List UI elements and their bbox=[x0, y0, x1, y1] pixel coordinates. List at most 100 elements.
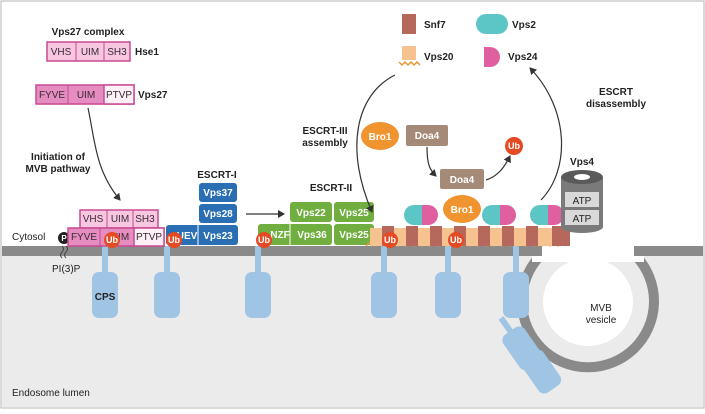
hse1-label: Hse1 bbox=[135, 47, 159, 58]
vps2-swatch bbox=[476, 14, 492, 34]
vps25-subunit bbox=[334, 202, 374, 222]
vps24-subunit bbox=[500, 205, 516, 225]
uev-domain: UEV bbox=[177, 231, 198, 242]
vps27-complex-legend: Vps27 complex VHS UIM SH3 Hse1 FYVE UIM … bbox=[35, 27, 168, 105]
ubiquitin-label: Ub bbox=[106, 235, 118, 245]
vps20-legend-label: Vps20 bbox=[424, 52, 454, 63]
vps4-atpase: Vps4 ATP ATP bbox=[561, 157, 603, 233]
vps36-subunit bbox=[258, 224, 332, 245]
bro1-label: Bro1 bbox=[451, 205, 474, 216]
snf7-unit bbox=[526, 226, 538, 246]
cargo-stalk bbox=[164, 246, 170, 276]
ubiquitin-icon bbox=[505, 137, 523, 155]
vps24-swatch bbox=[484, 47, 500, 67]
fyve-domain: FYVE bbox=[39, 90, 65, 101]
cargo-stalk bbox=[513, 246, 519, 276]
vps20-swatch bbox=[402, 46, 416, 56]
uim-domain: UIM bbox=[111, 214, 129, 225]
escrt-iii-lattice: Ub Ub Bro1 Doa4 bbox=[365, 169, 570, 248]
bro1-label: Bro1 bbox=[369, 132, 392, 143]
endosome-membrane bbox=[2, 246, 703, 256]
escrt-ii-complex: ESCRT-II Vps22 Vps25 NZF Vps36 Vps25 Ub bbox=[256, 183, 374, 248]
escrt-ii-label: ESCRT-II bbox=[310, 183, 352, 194]
vps20-layer bbox=[370, 228, 570, 246]
escrt-iii-label-2: assembly bbox=[302, 138, 348, 149]
membrane-left-lip bbox=[526, 246, 542, 256]
ubiquitin-icon bbox=[104, 232, 120, 248]
mvb-vesicle-label-2: vesicle bbox=[586, 315, 617, 326]
mvb-vesicle-interior bbox=[543, 258, 633, 346]
escrt-disassembly-label-1: ESCRT bbox=[599, 87, 633, 98]
vhs-domain: VHS bbox=[51, 47, 72, 58]
ubiquitin-label: Ub bbox=[258, 235, 270, 245]
vps36-label: Vps36 bbox=[297, 230, 327, 241]
vps2-legend-label: Vps2 bbox=[512, 20, 536, 31]
atp-slot bbox=[565, 192, 599, 207]
ubiquitin-label: Ub bbox=[168, 235, 180, 245]
cargo-stalk bbox=[445, 246, 451, 276]
bro1-protein bbox=[361, 122, 399, 150]
vhs-domain: VHS bbox=[83, 214, 104, 225]
phosphate-marker bbox=[58, 232, 70, 244]
cargo-proteins: CPS bbox=[92, 246, 562, 394]
phosphate-label: P bbox=[61, 234, 67, 243]
initiation-arrow bbox=[87, 107, 121, 201]
snf7-unit bbox=[478, 226, 490, 246]
cargo-protein bbox=[245, 272, 271, 318]
doa4-label: Doa4 bbox=[415, 131, 440, 142]
vps2-subunit bbox=[530, 205, 548, 225]
escrt-disassembly-arrow bbox=[529, 67, 563, 201]
snf7-unit bbox=[502, 226, 514, 246]
escrt-iii-assembly-arrow bbox=[356, 74, 396, 213]
vps37-label: Vps37 bbox=[203, 188, 233, 199]
ubiquitin-icon bbox=[166, 232, 182, 248]
cargo-protein bbox=[371, 272, 397, 318]
atp-label: ATP bbox=[573, 196, 592, 207]
hse1-bar bbox=[46, 41, 131, 62]
vps25-subunit bbox=[334, 224, 374, 245]
doa4-protein bbox=[440, 169, 484, 189]
cargo-stalk bbox=[255, 246, 261, 276]
ubiquitin-icon bbox=[448, 232, 464, 248]
cargo-stalk bbox=[381, 246, 387, 276]
vps2-subunit bbox=[404, 205, 422, 225]
cps-cargo bbox=[92, 272, 118, 318]
uim-domain: UIM bbox=[111, 232, 129, 243]
cytosol-label: Cytosol bbox=[12, 232, 45, 243]
escrt-iii-legend: Snf7 Vps2 Vps20 Vps24 bbox=[398, 14, 538, 67]
vesicle-cargo-2 bbox=[517, 339, 562, 394]
ubiquitin-label: Ub bbox=[508, 141, 520, 151]
fyve-domain: FYVE bbox=[71, 232, 97, 243]
vps24-legend-label: Vps24 bbox=[508, 52, 538, 63]
atp-label: ATP bbox=[573, 214, 592, 225]
doa4-label: Doa4 bbox=[450, 175, 475, 186]
cargo-protein bbox=[503, 272, 529, 318]
vps27-label: Vps27 bbox=[138, 90, 168, 101]
snf7-swatch bbox=[402, 14, 416, 34]
snf7-unit bbox=[430, 226, 442, 246]
lipid-tail-icon bbox=[60, 245, 68, 259]
cargo-protein bbox=[435, 272, 461, 318]
vps2-subunit bbox=[482, 205, 500, 225]
uim-domain: UIM bbox=[77, 90, 95, 101]
cargo-stalk bbox=[102, 246, 108, 276]
vps4-label: Vps4 bbox=[570, 157, 594, 168]
vps22-subunit bbox=[290, 202, 332, 222]
vps27-complex-membrane: VHS UIM SH3 FYVE UIM PTVP Ub Ub bbox=[67, 209, 182, 248]
escrt-disassembly-label-2: disassembly bbox=[586, 99, 646, 110]
doa4-recruitment-arrow bbox=[426, 146, 437, 177]
snf7-unit bbox=[406, 226, 418, 246]
uim-domain: UIM bbox=[81, 47, 99, 58]
pi3p-label: PI(3)P bbox=[52, 264, 81, 275]
endosome-lumen-label: Endosome lumen bbox=[12, 388, 90, 399]
vps24-subunit bbox=[422, 205, 438, 225]
vps27-complex-title: Vps27 complex bbox=[52, 27, 125, 38]
vps22-label: Vps22 bbox=[296, 208, 326, 219]
sh3-domain: SH3 bbox=[107, 47, 127, 58]
ubiquitin-icon bbox=[382, 232, 398, 248]
escrt-iii-label-1: ESCRT-III bbox=[302, 126, 347, 137]
sh3-domain: SH3 bbox=[135, 214, 155, 225]
mvb-vesicle-label-1: MVB bbox=[590, 303, 612, 314]
